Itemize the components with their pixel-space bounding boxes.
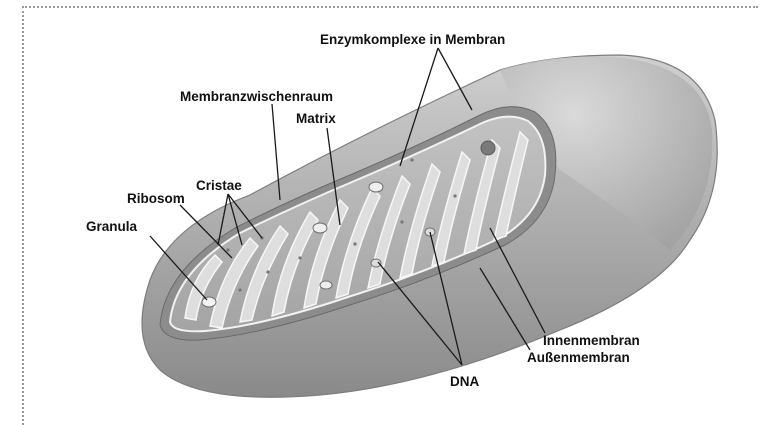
- label-matrix: Matrix: [296, 111, 336, 126]
- label-inner-membrane: Innenmembran: [543, 333, 640, 348]
- label-granula: Granula: [86, 219, 138, 234]
- label-dna: DNA: [450, 374, 479, 389]
- label-enzyme-complexes: Enzymkomplexe in Membran: [320, 32, 505, 47]
- label-cristae: Cristae: [196, 178, 242, 193]
- label-ribosome: Ribosom: [127, 191, 185, 206]
- label-outer-membrane: Außenmembran: [527, 350, 630, 365]
- label-intermembrane-space: Membranzwischenraum: [180, 89, 333, 104]
